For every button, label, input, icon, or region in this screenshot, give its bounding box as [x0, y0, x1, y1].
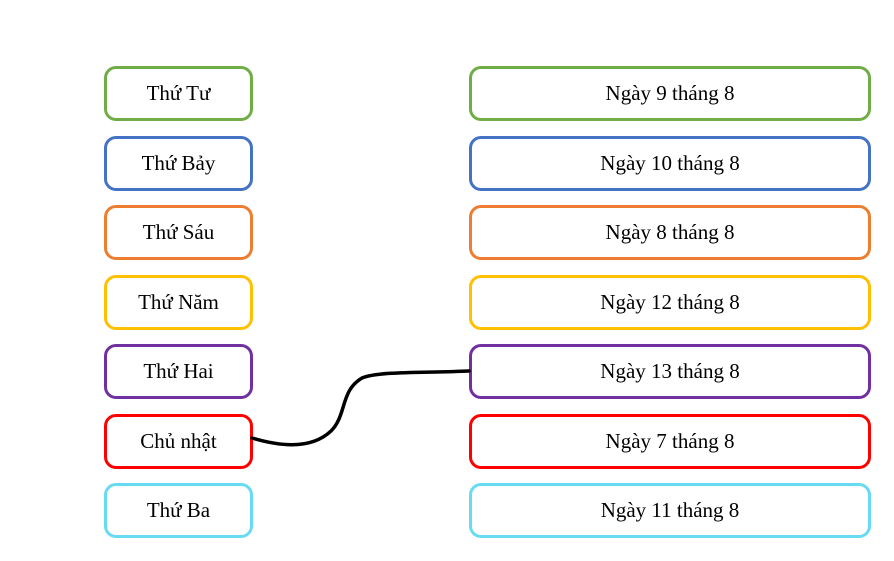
box-thu-tu[interactable]: Thứ Tư: [104, 66, 253, 121]
box-ngay-11-thang-8-label: Ngày 11 tháng 8: [600, 498, 740, 522]
box-ngay-13-thang-8-label: Ngày 13 tháng 8: [600, 359, 740, 383]
box-ngay-12-thang-8[interactable]: Ngày 12 tháng 8: [469, 274, 871, 330]
box-ngay-7-thang-8-label: Ngày 7 tháng 8: [605, 428, 735, 453]
box-ngay-9-thang-8-label: Ngày 9 tháng 8: [605, 81, 735, 105]
left-column-days: Thứ Tư Thứ Bảy Thứ Sáu Thứ Năm Thứ Hai C…: [104, 66, 253, 538]
box-thu-nam-label: Thứ Năm: [138, 289, 219, 314]
box-chu-nhat-label: Chủ nhật: [140, 428, 217, 453]
box-thu-bay[interactable]: Thứ Bảy: [104, 135, 253, 191]
box-thu-ba[interactable]: Thứ Ba: [104, 483, 253, 538]
box-ngay-13-thang-8[interactable]: Ngày 13 tháng 8: [469, 344, 871, 399]
box-thu-sau-label: Thứ Sáu: [142, 220, 215, 244]
box-ngay-7-thang-8[interactable]: Ngày 7 tháng 8: [469, 413, 871, 469]
box-thu-nam[interactable]: Thứ Năm: [104, 274, 253, 330]
box-thu-sau[interactable]: Thứ Sáu: [104, 205, 253, 260]
box-ngay-8-thang-8[interactable]: Ngày 8 tháng 8: [469, 205, 871, 260]
box-ngay-10-thang-8[interactable]: Ngày 10 tháng 8: [469, 135, 871, 191]
box-ngay-12-thang-8-label: Ngày 12 tháng 8: [600, 289, 740, 314]
right-column-dates: Ngày 9 tháng 8 Ngày 10 tháng 8 Ngày 8 th…: [469, 66, 871, 538]
box-ngay-10-thang-8-label: Ngày 10 tháng 8: [600, 150, 740, 175]
box-thu-tu-label: Thứ Tư: [146, 81, 211, 105]
box-thu-bay-label: Thứ Bảy: [141, 150, 216, 175]
connection-line-chu-nhat-to-ngay-13: [250, 369, 471, 447]
box-chu-nhat[interactable]: Chủ nhật: [104, 413, 253, 469]
box-ngay-9-thang-8[interactable]: Ngày 9 tháng 8: [469, 66, 871, 121]
box-ngay-11-thang-8[interactable]: Ngày 11 tháng 8: [469, 483, 871, 538]
box-thu-hai[interactable]: Thứ Hai: [104, 344, 253, 399]
box-thu-hai-label: Thứ Hai: [143, 359, 214, 383]
box-ngay-8-thang-8-label: Ngày 8 tháng 8: [605, 220, 735, 244]
box-thu-ba-label: Thứ Ba: [146, 498, 211, 522]
